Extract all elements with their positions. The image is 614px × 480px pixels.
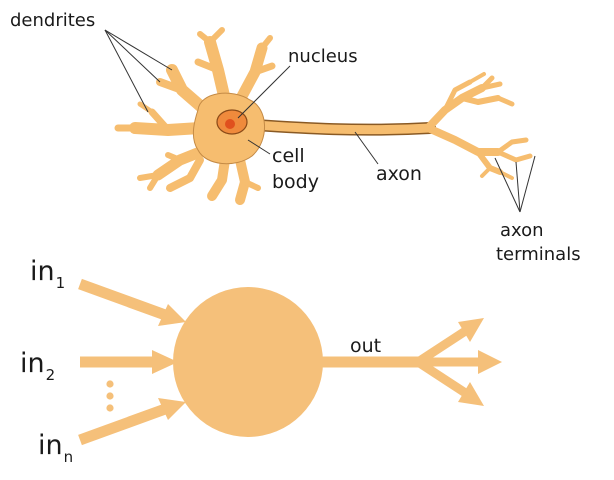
output-arrow-up [415,318,484,366]
nucleus-label: nucleus [288,46,358,67]
nucleolus [225,119,235,129]
axon-label: axon [376,163,422,185]
axon-terminals-label-line1: axon [500,220,544,241]
ellipsis-dot-1 [106,380,114,388]
axon-terminals [424,72,533,180]
input-1-label: in1 [30,256,65,292]
output-arrow-mid [418,350,502,374]
axon-fiber [249,119,436,136]
ellipsis-dot-2 [106,392,114,400]
input-n-label: inn [38,430,73,466]
biological-neuron: dendrites nucleus cell body axon axon te… [10,10,581,265]
input-arrow-1 [78,278,186,326]
output-arrow-down [415,358,484,406]
artificial-neuron [78,278,502,446]
leader-lines [104,29,536,213]
model-neuron-body [173,287,323,437]
input-2-label: in2 [20,348,55,384]
body-label: body [272,171,319,193]
dendrites-label: dendrites [10,10,95,31]
axon-terminals-label-line2: terminals [496,244,581,265]
cell-label: cell [272,145,305,167]
ellipsis-dot-3 [106,404,114,412]
output-label: out [350,335,381,357]
model-labels: in1 in2 inn out [20,256,381,466]
input-arrow-2 [80,350,178,374]
input-arrow-n [78,398,186,446]
